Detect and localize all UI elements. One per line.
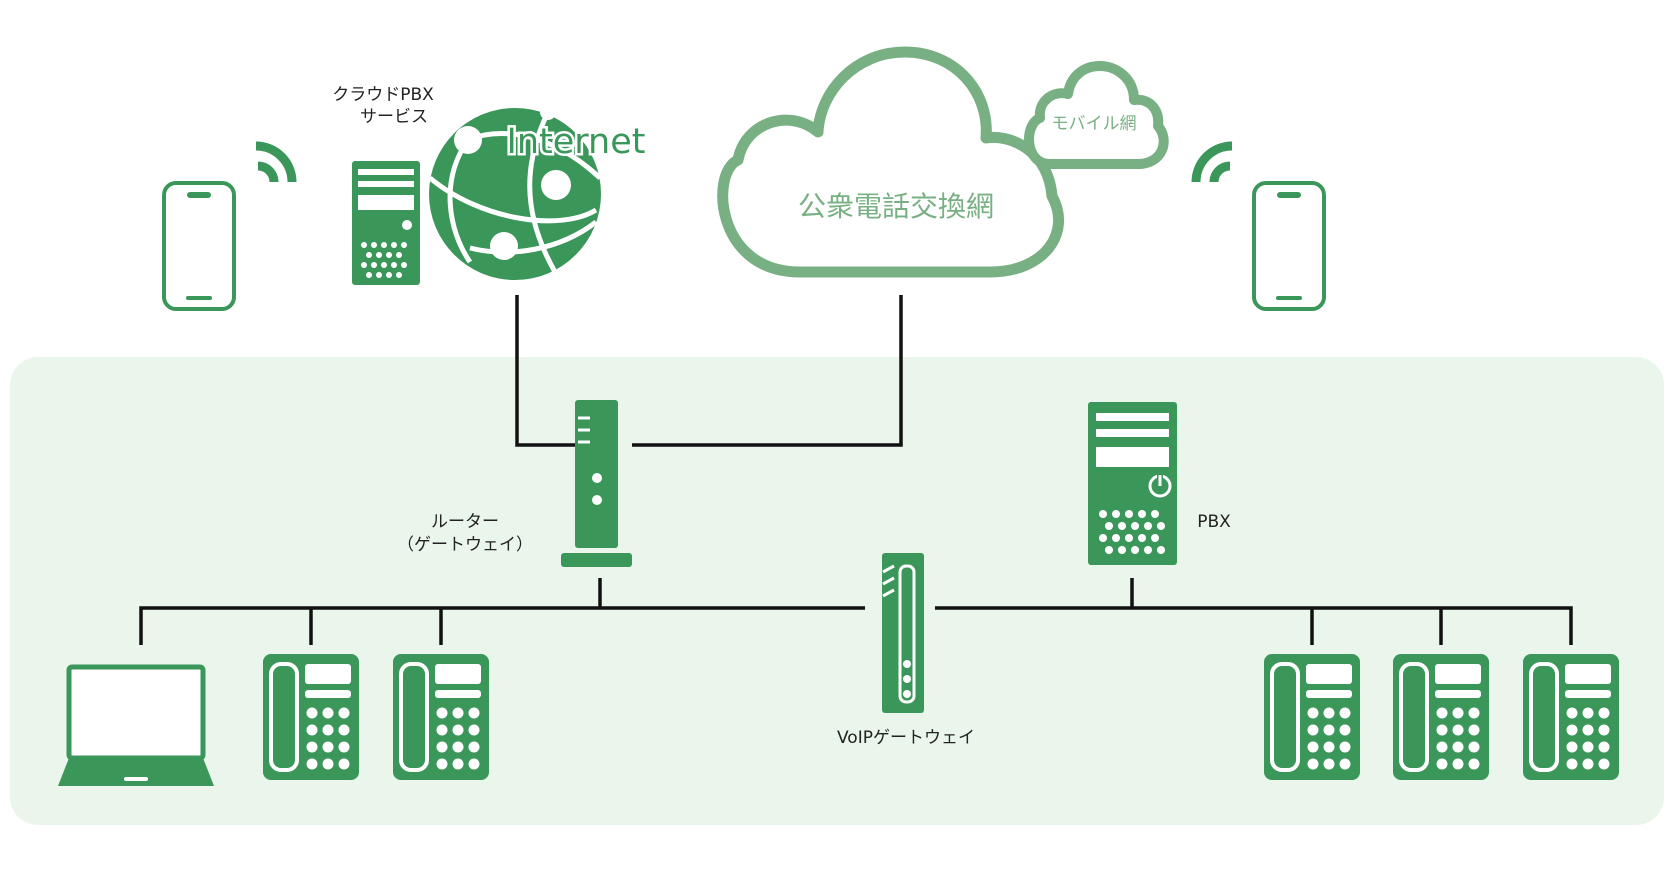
internet-label: Internet xyxy=(507,122,646,162)
lan-bus-left xyxy=(139,606,865,645)
internet-globe-icon xyxy=(428,104,602,280)
smartphone-left xyxy=(162,181,236,311)
cloud-icon xyxy=(717,46,1065,278)
mobile-cloud-icon xyxy=(1024,61,1169,169)
pbx-label: PBX xyxy=(1197,512,1231,532)
wifi-signal-icon xyxy=(1196,146,1232,182)
cloud-pbx-label-line1: クラウドPBX xyxy=(332,85,434,105)
laptop-icon xyxy=(58,664,214,786)
desk-phone-icon xyxy=(1262,652,1362,782)
voip-gateway-icon xyxy=(882,553,924,713)
smartphone-icon xyxy=(162,181,236,311)
desk-phone-5 xyxy=(1521,652,1621,782)
line-pstn-router xyxy=(632,295,903,447)
wifi-signal-icon xyxy=(256,146,292,182)
desk-phone-icon xyxy=(391,652,491,782)
smartphone-right xyxy=(1252,181,1326,311)
desk-phone-3 xyxy=(1262,652,1362,782)
mobile-network-label: モバイル網 xyxy=(1052,114,1137,134)
pbx-server-icon xyxy=(1088,402,1177,565)
router-icon xyxy=(561,400,632,567)
network-lines xyxy=(139,295,1573,645)
desk-phone-icon xyxy=(261,652,361,782)
pstn-label: 公衆電話交換網 xyxy=(798,190,994,223)
desk-phone-4 xyxy=(1391,652,1491,782)
desk-phone-icon xyxy=(1391,652,1491,782)
router-label-line2: （ゲートウェイ） xyxy=(397,535,533,555)
voip-gateway-label: VoIPゲートウェイ xyxy=(837,728,975,748)
desk-phone-2 xyxy=(391,652,491,782)
router-label-line1: ルーター xyxy=(431,512,499,532)
desk-phone-icon xyxy=(1521,652,1621,782)
signal-right xyxy=(1196,146,1232,182)
lan-bus-right xyxy=(935,606,1573,645)
cloud-pbx-label-line2: サービス xyxy=(360,107,428,127)
smartphone-icon xyxy=(1252,181,1326,311)
line-internet-router xyxy=(515,295,575,447)
desk-phone-1 xyxy=(261,652,361,782)
signal-left xyxy=(256,146,292,182)
server-icon xyxy=(352,161,420,285)
